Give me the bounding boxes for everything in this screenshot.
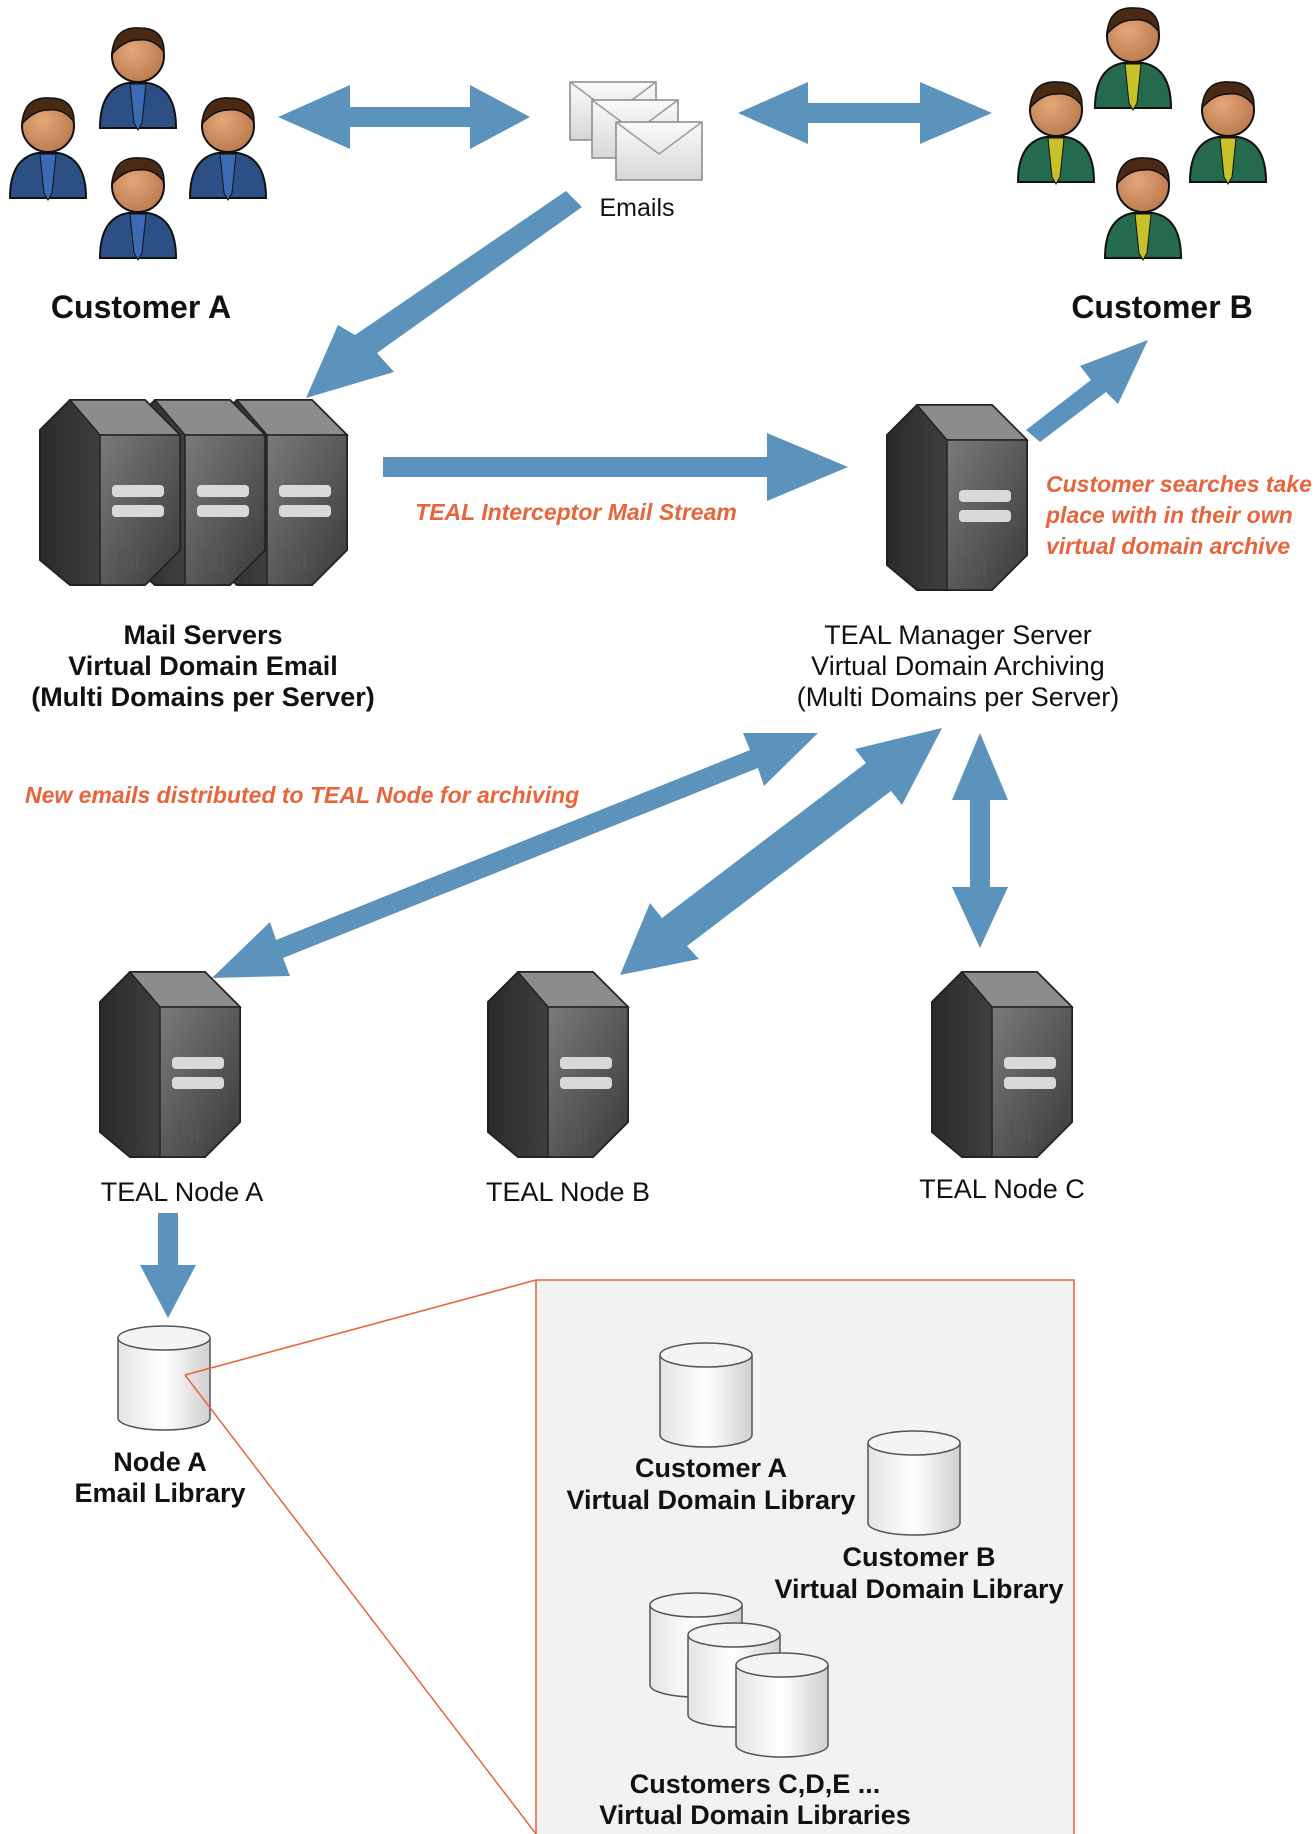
arrow-manager-node-a — [212, 733, 818, 978]
person-icon — [189, 96, 267, 201]
arrow-manager-node-c — [952, 733, 1008, 948]
person-icon — [1017, 80, 1095, 185]
svg-text:Virtual Domain Libraries: Virtual Domain Libraries — [599, 1800, 911, 1830]
svg-text:Virtual Domain Email: Virtual Domain Email — [68, 651, 338, 681]
customer-a-label: Customer A — [51, 289, 231, 325]
arrow-mail-servers-manager — [383, 433, 848, 501]
arrow-emails-customer-b — [738, 82, 992, 144]
svg-text:Email Library: Email Library — [74, 1478, 245, 1508]
arrow-emails-mail-servers — [306, 191, 582, 398]
node-a-label: TEAL Node A — [101, 1177, 264, 1207]
svg-text:(Multi Domains per Server): (Multi Domains per Server) — [797, 682, 1120, 712]
customer-b-library-label: Customer B Virtual Domain Library — [774, 1542, 1063, 1604]
node-a-library-label: Node A Email Library — [74, 1447, 245, 1508]
customer-b-label: Customer B — [1071, 289, 1252, 325]
node-c-server-icon — [931, 971, 1073, 1158]
svg-text:Node A: Node A — [113, 1447, 207, 1477]
customer-a-library-label: Customer A Virtual Domain Library — [566, 1453, 855, 1515]
distributed-note: New emails distributed to TEAL Node for … — [25, 782, 579, 808]
svg-text:(Multi Domains per Server): (Multi Domains per Server) — [31, 682, 375, 712]
node-a-server-icon — [99, 971, 241, 1158]
manager-server-label: TEAL Manager Server Virtual Domain Archi… — [797, 620, 1120, 712]
person-icon — [1189, 80, 1267, 185]
node-a-library-icon — [117, 1325, 211, 1431]
svg-text:Mail Servers: Mail Servers — [123, 620, 282, 650]
node-c-label: TEAL Node C — [919, 1174, 1085, 1204]
customer-a-library-icon — [659, 1342, 753, 1448]
svg-text:Virtual Domain Library: Virtual Domain Library — [566, 1485, 855, 1515]
arrow-manager-customer-b — [1026, 340, 1148, 442]
arrow-customer-a-emails — [278, 85, 530, 149]
interceptor-note: TEAL Interceptor Mail Stream — [415, 499, 737, 525]
node-b-label: TEAL Node B — [486, 1177, 650, 1207]
other-customers-library-label: Customers C,D,E ... Virtual Domain Libra… — [599, 1769, 911, 1830]
person-icon — [99, 156, 177, 261]
person-icon — [1094, 6, 1172, 111]
emails-icon — [569, 81, 703, 181]
svg-text:Customer searches take: Customer searches take — [1046, 471, 1312, 497]
svg-text:Customer A: Customer A — [635, 1453, 787, 1483]
svg-text:Virtual Domain Archiving: Virtual Domain Archiving — [811, 651, 1105, 681]
svg-text:TEAL Manager Server: TEAL Manager Server — [824, 620, 1092, 650]
manager-server-icon — [886, 404, 1028, 591]
svg-text:place with in their own: place with in their own — [1045, 502, 1293, 528]
mail-servers-icon — [39, 399, 348, 586]
person-icon — [99, 26, 177, 131]
customer-a-group — [9, 26, 267, 261]
svg-text:Customers C,D,E ...: Customers C,D,E ... — [630, 1769, 881, 1799]
node-b-server-icon — [487, 971, 629, 1158]
svg-text:Customer B: Customer B — [842, 1542, 995, 1572]
person-icon — [9, 96, 87, 201]
person-icon — [1104, 156, 1182, 261]
arrows — [140, 82, 1148, 1318]
emails-label: Emails — [599, 194, 674, 222]
customer-b-group — [1017, 6, 1267, 261]
customer-b-library-icon — [867, 1430, 961, 1536]
svg-text:virtual domain archive: virtual domain archive — [1046, 533, 1290, 559]
mail-servers-label: Mail Servers Virtual Domain Email (Multi… — [31, 620, 375, 712]
arrow-manager-node-b — [620, 728, 942, 975]
search-note: Customer searches take place with in the… — [1045, 471, 1312, 559]
zoom-connector — [184, 1279, 537, 1834]
arrow-node-a-library — [140, 1213, 196, 1318]
svg-text:Virtual Domain Library: Virtual Domain Library — [774, 1574, 1063, 1604]
